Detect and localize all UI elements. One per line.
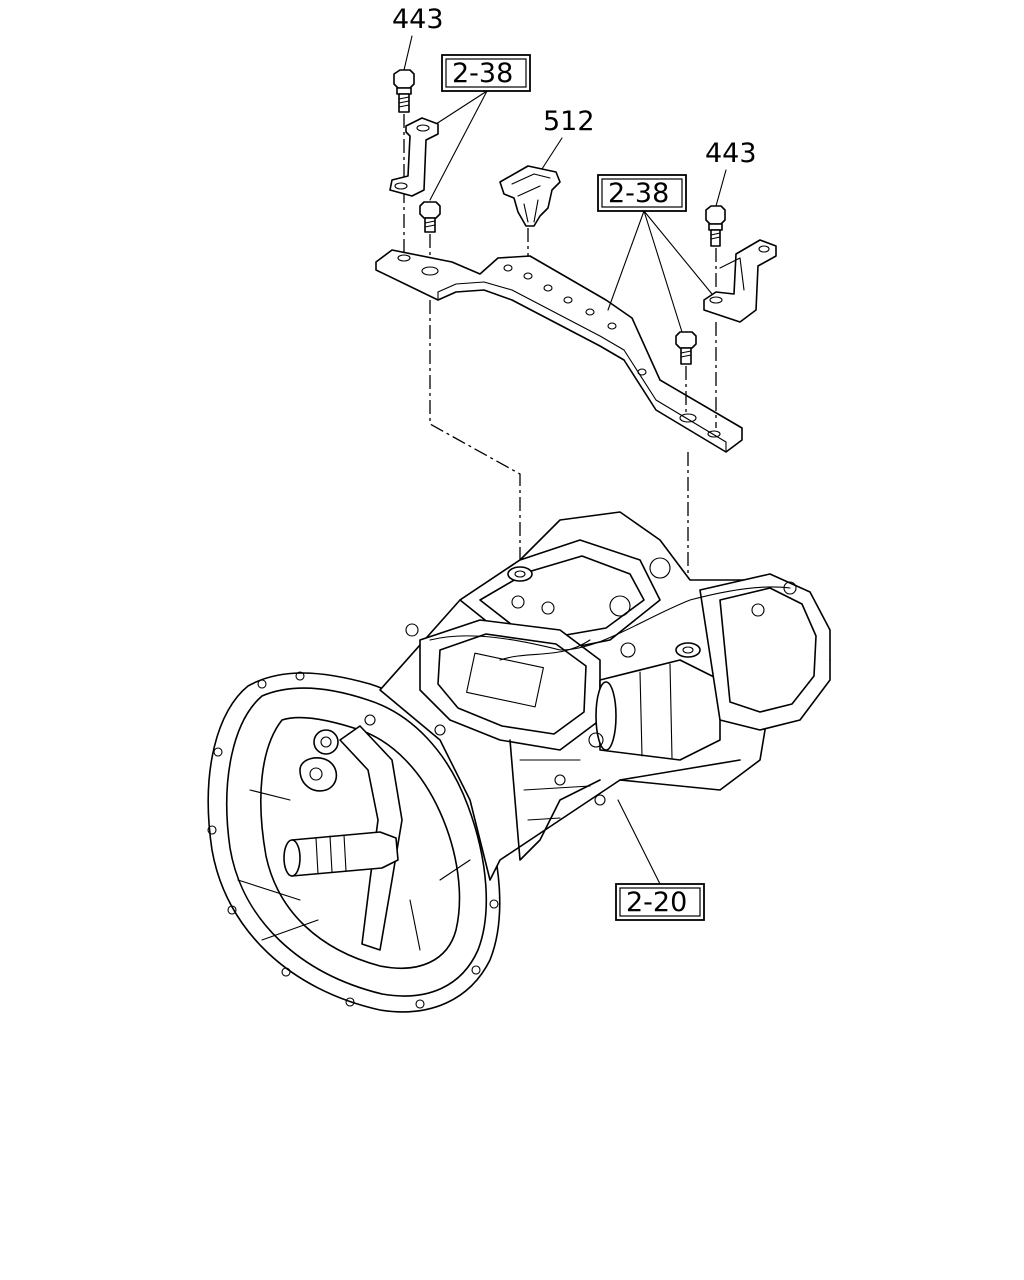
align-line-left [429, 300, 521, 568]
leader-2-38-right-b [643, 210, 683, 333]
leader-2-38-left-b [429, 90, 488, 201]
callout-512: 512 [543, 106, 595, 137]
leader-2-20 [617, 799, 661, 885]
callout-443-left: 443 [392, 4, 444, 35]
leader-443-right [715, 169, 727, 207]
leader-2-38-right-a [607, 210, 645, 311]
l-bracket-right [703, 239, 777, 323]
ref-box-2-20: 2-20 [615, 883, 705, 921]
svg-text:2-38: 2-38 [608, 178, 669, 209]
svg-text:2-38: 2-38 [452, 58, 513, 89]
ref-box-2-38-left: 2-38 [441, 54, 531, 92]
leader-443-left [403, 35, 413, 71]
leader-2-38-left-a [435, 90, 488, 125]
svg-text:2-20: 2-20 [626, 887, 687, 918]
callout-443-right: 443 [705, 138, 757, 169]
l-bracket-left [389, 117, 439, 197]
bolt-right-short [675, 331, 697, 365]
leader-512 [539, 137, 563, 173]
ref-box-2-38-right: 2-38 [597, 174, 687, 212]
crossmember-bracket [375, 249, 743, 453]
bolt-left-short [419, 201, 441, 233]
leader-2-38-right-c [643, 210, 713, 295]
clip-512 [499, 165, 561, 227]
transmission-assembly [207, 511, 831, 1013]
bolt-443-right [705, 205, 726, 247]
bolt-443-left [393, 69, 415, 113]
